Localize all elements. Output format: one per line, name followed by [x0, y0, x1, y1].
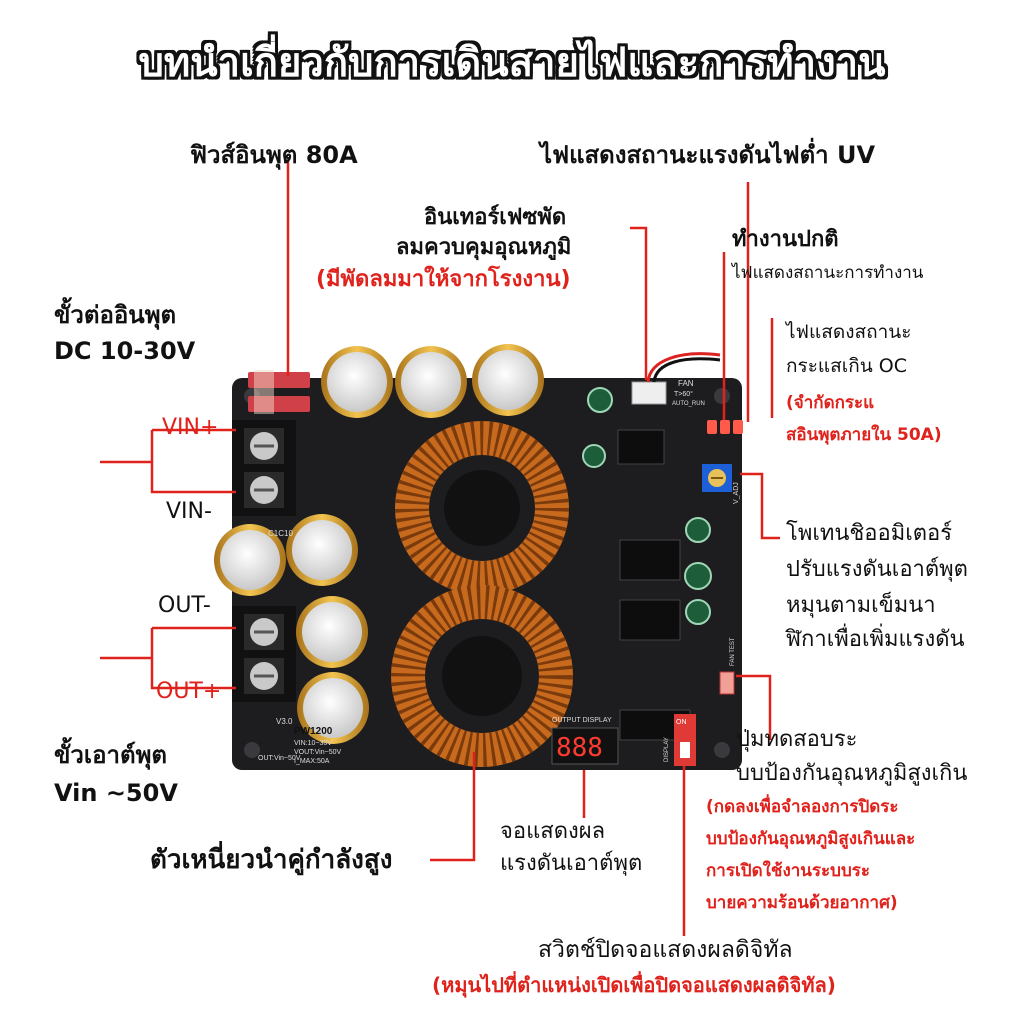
dip-on-label: ON — [676, 719, 687, 726]
fan-test-button — [719, 671, 735, 695]
fan-mode: AUTO_RUN — [672, 401, 705, 407]
label-display-2: แรงดันเอาต์พุต — [500, 851, 643, 876]
label-test-note-4: บายความร้อนด้วยอากาศ) — [706, 893, 898, 913]
label-input-terminal-2: DC 10-30V — [54, 337, 196, 365]
label-inductor: ตัวเหนี่ยวนำคู่กำลังสูง — [150, 845, 393, 875]
label-output-terminal-1: ขั้วเอาต์พุต — [54, 741, 167, 769]
label-switch-note: (หมุนไปที่ตำแหน่งเปิดเพื่อปิดจอแสดงผลดิจ… — [432, 973, 836, 997]
label-input-terminal-1: ขั้วต่ออินพุต — [54, 301, 177, 329]
board-model: PW1200 — [294, 726, 333, 737]
label-oc-2: กระแสเกิน OC — [786, 355, 908, 377]
label-oc-note-1: (จำกัดกระแ — [786, 393, 875, 413]
output-capacitors — [214, 514, 369, 744]
label-vin-minus: VIN- — [166, 499, 212, 524]
label-fan-interface-note: (มีพัดลมมาให้จากโรงงาน) — [316, 267, 571, 292]
leader-lines — [100, 160, 780, 936]
dip-display-label: DISPLAY — [664, 737, 670, 762]
board-spec-vout: VOUT:Vin~50V — [294, 749, 341, 756]
label-fuse: ฟิวส์อินพุต 80A — [190, 141, 358, 169]
output-display — [551, 727, 619, 765]
label-normal-1: ทำงานปกติ — [732, 227, 839, 252]
status-leds — [707, 420, 743, 434]
small-capacitors — [582, 387, 712, 625]
label-pot-4: ฬิกาเพื่อเพิ่มแรงดัน — [786, 627, 965, 652]
board-spec-vin: VIN:10~30V — [294, 740, 332, 747]
label-oc-note-2: สอินพุตภายใน 50A) — [786, 425, 942, 445]
label-pot-1: โพเทนชิออมิเตอร์ — [786, 521, 953, 546]
label-out-minus: OUT- — [158, 593, 211, 618]
input-terminal-block — [232, 420, 296, 516]
label-test-note-1: (กดลงเพื่อจำลองการปิดระ — [706, 797, 899, 817]
output-terminal-block — [232, 606, 296, 702]
page-title: บทนำเกี่ยวกับการเดินสายไฟและการทำงาน — [138, 40, 886, 86]
label-display-1: จอแสดงผล — [500, 819, 606, 844]
label-test-note-3: การเปิดใช้งานระบบระ — [706, 861, 871, 881]
cap-label: C1C10 — [268, 529, 293, 538]
label-normal-2: ไฟแสดงสถานะการทำงาน — [732, 263, 924, 283]
label-fan-interface-2: ลมควบคุมอุณหภูมิ — [396, 235, 572, 260]
fan-temp: T>60° — [674, 390, 693, 398]
label-test-1: ปุ่มทดสอบระ — [736, 727, 858, 752]
label-test-2: บบป้องกันอุณหภูมิสูงเกิน — [736, 761, 968, 786]
dual-inductors — [391, 421, 573, 767]
voltage-potentiometer — [702, 464, 732, 492]
label-out-plus: OUT+ — [156, 679, 222, 704]
fan-label: FAN — [678, 379, 694, 388]
fan-connector — [631, 381, 667, 405]
input-fuse — [248, 370, 310, 414]
v-adj-label: V_ADJ — [733, 482, 740, 504]
display-digits: 888 — [556, 733, 603, 763]
label-test-note-2: บบป้องกันอุณหภูมิสูงเกินและ — [706, 829, 916, 849]
board-version: V3.0 — [276, 717, 293, 726]
label-pot-2: ปรับแรงดันเอาต์พุต — [786, 557, 968, 582]
label-uv-led: ไฟแสดงสถานะแรงดันไฟต่ำ UV — [540, 141, 876, 169]
board-spec-imax: I_MAX:50A — [294, 758, 330, 765]
label-pot-3: หมุนตามเข็มนา — [786, 593, 936, 618]
board-out-spec: OUT:Vin~50V — [258, 755, 301, 762]
input-capacitors — [321, 344, 544, 418]
fan-test-label: FAN TEST — [730, 637, 736, 666]
label-fan-interface-1: อินเทอร์เฟซพัด — [424, 205, 567, 230]
display-dip-switch — [674, 714, 696, 766]
label-output-terminal-2: Vin ~50V — [54, 779, 178, 807]
label-vin-plus: VIN+ — [162, 415, 219, 440]
label-oc-1: ไฟแสดงสถานะ — [786, 321, 912, 343]
label-switch-1: สวิตช์ปิดจอแสดงผลดิจิทัล — [538, 937, 793, 963]
display-title: OUTPUT DISPLAY — [552, 717, 612, 724]
